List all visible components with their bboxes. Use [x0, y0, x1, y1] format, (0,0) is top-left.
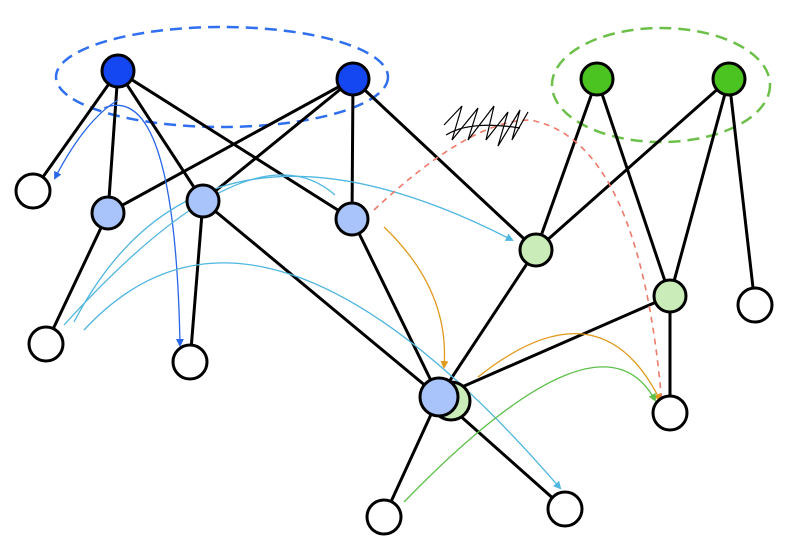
node-lg2 [652, 278, 688, 314]
edge-g2-w4 [727, 78, 757, 306]
edge-lb2-w3 [188, 200, 205, 363]
arrow-orange-1 [383, 226, 449, 369]
arrow-red-dashed [373, 119, 666, 407]
node-lg1 [518, 232, 554, 268]
edge-b2-lb3 [350, 78, 355, 220]
group-ellipse-top-left [54, 25, 390, 129]
edge-g1-lg2 [595, 78, 672, 297]
edge-b2-lg1 [351, 77, 538, 252]
scribble-mark [443, 105, 529, 147]
edge-b1-lb1 [106, 70, 120, 214]
node-b2 [335, 61, 371, 97]
arrow-blue-2 [103, 104, 184, 347]
edge-g1-lg1 [534, 78, 599, 251]
arrows-layer [54, 99, 666, 503]
node-w3 [171, 343, 209, 381]
edge-b1-lb2 [116, 70, 205, 202]
arrow-cyan-2 [63, 174, 336, 326]
edge-b1-w1 [31, 70, 120, 192]
arrow-blue-1 [54, 99, 119, 180]
edge-g2-lg2 [668, 78, 731, 297]
arrow-orange-2 [477, 333, 661, 402]
node-w2 [27, 325, 65, 363]
edge-lb1-w2 [44, 212, 110, 345]
node-lb3 [334, 201, 370, 237]
edge-b2-lb1 [107, 77, 354, 215]
edge-center-w6 [382, 396, 441, 518]
nodes-layer [14, 53, 774, 536]
edge-lb3-center [350, 218, 441, 398]
node-g2 [711, 61, 747, 97]
node-b1 [100, 53, 136, 89]
node-lb1 [90, 195, 126, 231]
arrow-green-1 [403, 366, 656, 503]
node-w5 [651, 394, 689, 432]
edge-g2-lg1 [535, 77, 730, 252]
edge-lb2-center [202, 199, 440, 399]
node-w1 [14, 172, 52, 210]
node-w4 [736, 286, 774, 324]
group-ellipse-top-right [550, 26, 772, 144]
node-g1 [579, 61, 615, 97]
node-w6 [365, 498, 403, 536]
edge-b2-lb2 [202, 77, 354, 203]
edge-lg2-center [438, 294, 671, 399]
arrow-cyan-3 [83, 262, 562, 490]
node-w7 [546, 490, 584, 528]
edges-layer [31, 69, 757, 518]
node-lb2 [185, 183, 221, 219]
edge-lg1-center [437, 249, 538, 398]
node-center [418, 376, 460, 418]
